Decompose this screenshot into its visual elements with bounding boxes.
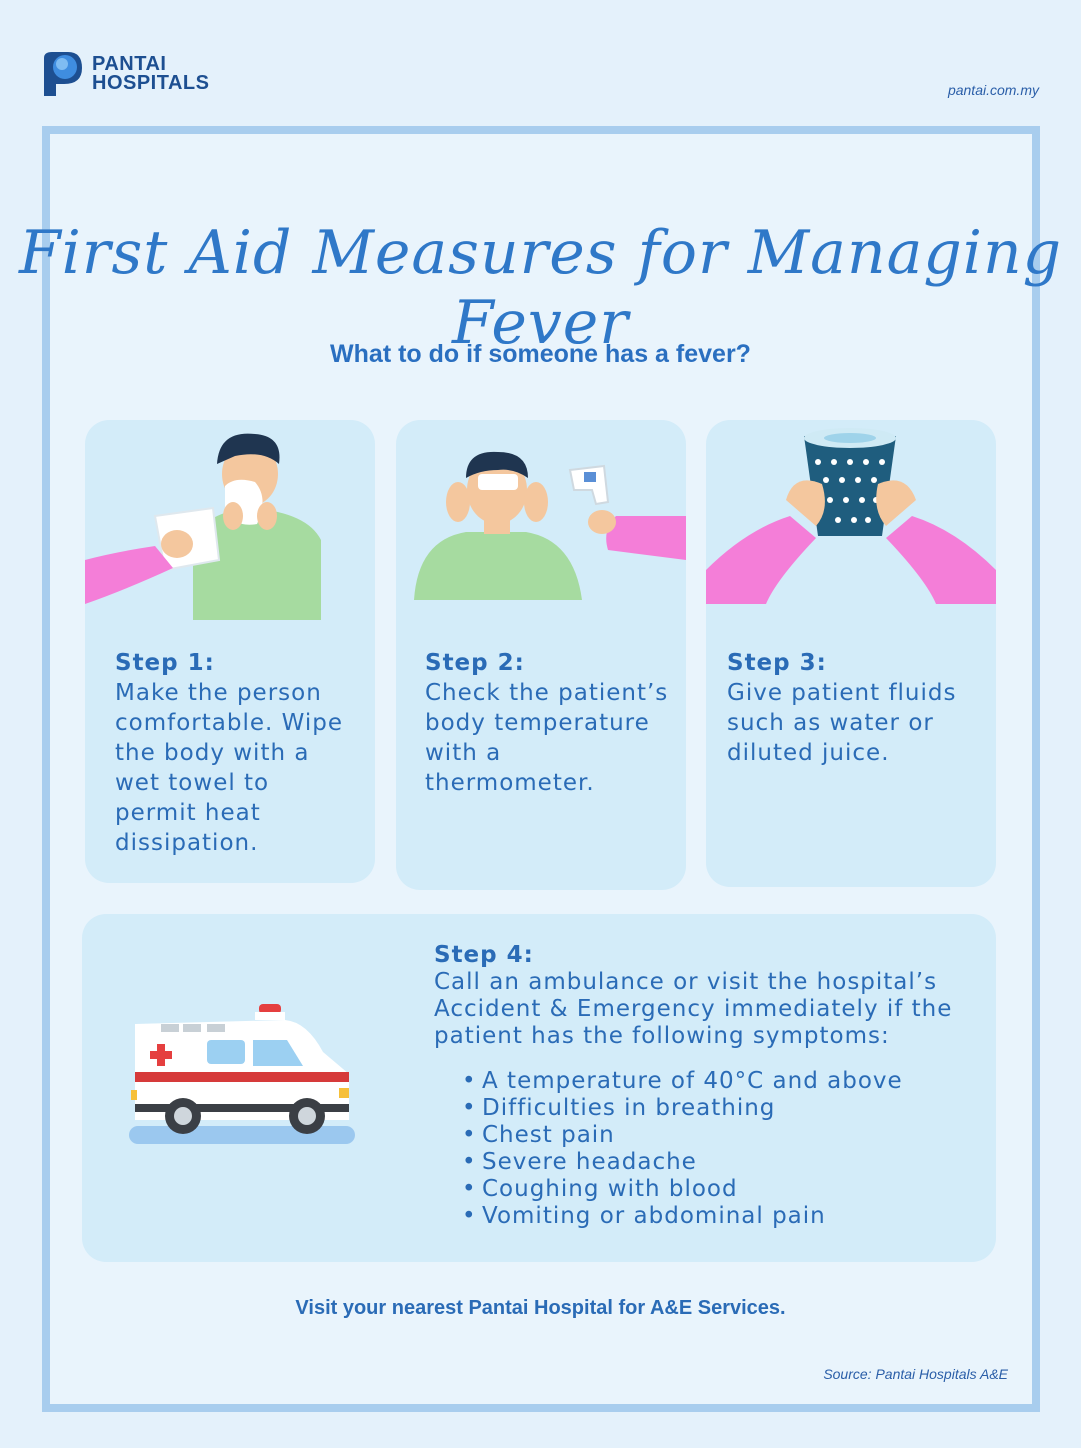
brand-name: PANTAI HOSPITALS	[92, 53, 210, 94]
step-4-description: Call an ambulance or visit the hospital’…	[434, 969, 953, 1049]
step-3-text: Step 3: Give patient fluids such as wate…	[727, 648, 982, 768]
step-2-description: Check the patient’s body temperature wit…	[425, 680, 669, 796]
page-subtitle: What to do if someone has a fever?	[330, 340, 751, 368]
step-card-2: Step 2: Check the patient’s body tempera…	[396, 420, 686, 890]
glass-of-water-illustration	[706, 428, 996, 604]
ambulance-illustration	[129, 1004, 355, 1144]
step-card-1: Step 1: Make the person comfortable. Wip…	[85, 420, 375, 883]
step-2-text: Step 2: Check the patient’s body tempera…	[425, 648, 670, 798]
step-1-title: Step 1:	[115, 650, 215, 676]
pantai-logo-icon	[44, 52, 82, 96]
symptoms-list: A temperature of 40°C and above Difficul…	[434, 1068, 994, 1230]
step-card-3: Step 3: Give patient fluids such as wate…	[706, 420, 996, 887]
symptom-item: Vomiting or abdominal pain	[462, 1203, 994, 1230]
site-url[interactable]: pantai.com.my	[947, 82, 1039, 98]
step-2-title: Step 2:	[425, 650, 525, 676]
footer-note: Visit your nearest Pantai Hospital for A…	[295, 1297, 786, 1319]
step-4-title: Step 4:	[434, 942, 534, 968]
step-3-title: Step 3:	[727, 650, 827, 676]
symptom-item: A temperature of 40°C and above	[462, 1068, 994, 1095]
brand-logo: PANTAI HOSPITALS	[38, 50, 209, 98]
step-1-text: Step 1: Make the person comfortable. Wip…	[115, 648, 355, 858]
brand-name-line1: PANTAI	[92, 53, 167, 75]
source-credit: Source: Pantai Hospitals A&E	[823, 1366, 1008, 1382]
step-4-text: Step 4: Call an ambulance or visit the h…	[434, 942, 994, 1230]
symptom-item: Coughing with blood	[462, 1176, 994, 1203]
brand-name-line2: HOSPITALS	[92, 72, 210, 94]
page-title: First Aid Measures for Managing Fever	[18, 218, 1063, 358]
symptom-item: Severe headache	[462, 1149, 994, 1176]
sneezing-person-illustration	[85, 433, 321, 620]
step-3-description: Give patient fluids such as water or dil…	[727, 680, 957, 766]
symptom-item: Difficulties in breathing	[462, 1095, 994, 1122]
thermometer-check-illustration	[414, 451, 686, 600]
symptom-item: Chest pain	[462, 1122, 994, 1149]
step-1-description: Make the person comfortable. Wipe the bo…	[115, 680, 343, 856]
